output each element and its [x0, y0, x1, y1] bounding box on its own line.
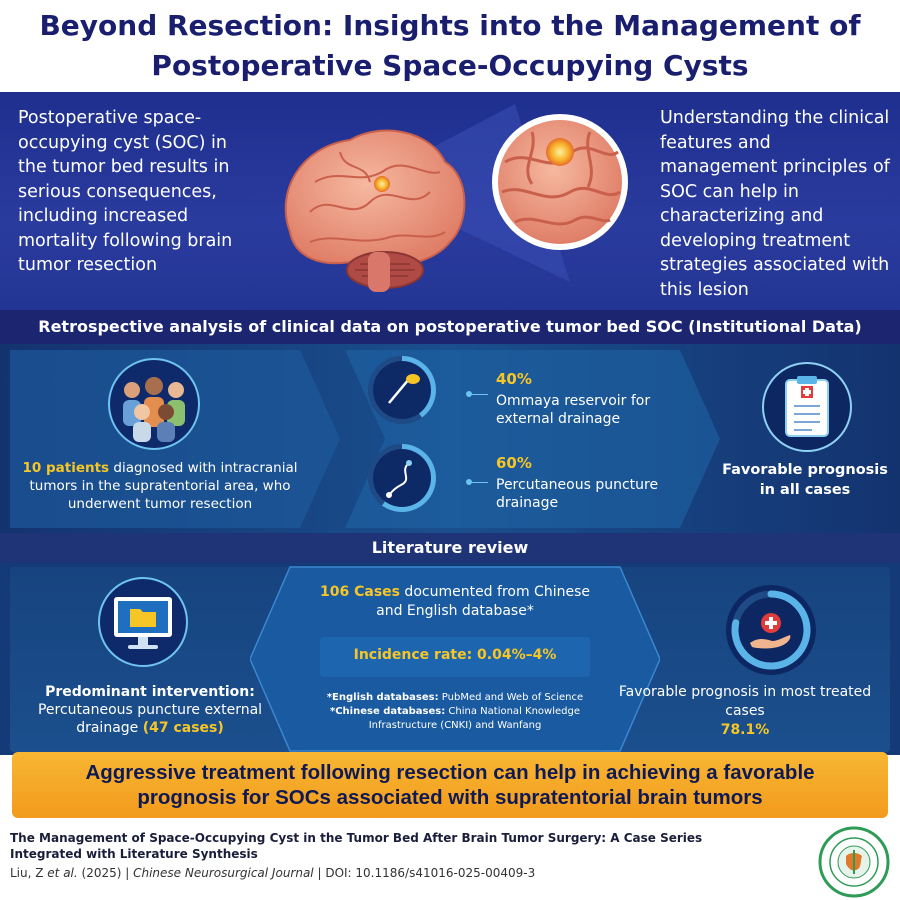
cases-count: 106 Cases	[320, 584, 400, 600]
chinese-db-label: *Chinese databases:	[329, 706, 446, 717]
cases-text: 106 Cases documented from Chinese and En…	[310, 583, 600, 621]
section-chevrons	[10, 350, 720, 528]
article-title: The Management of Space-Occupying Cyst i…	[10, 830, 800, 862]
ommaya-label: Ommaya reservoir for external drainage	[496, 393, 651, 427]
doi: | DOI: 10.1186/s41016-025-00409-3	[313, 866, 536, 880]
authors: Liu, Z	[10, 866, 48, 880]
brain-icon	[284, 129, 466, 292]
conclusion-line-2: prognosis for SOCs associated with supra…	[137, 786, 763, 809]
intro-right-text: Understanding the clinical features and …	[660, 108, 890, 300]
caring-hand-icon	[750, 613, 791, 649]
journal-name: Chinese Neurosurgical Journal	[133, 866, 314, 880]
monitor-circle	[98, 577, 188, 667]
year: (2025) |	[77, 866, 134, 880]
retrospective-section: 10 patients diagnosed with intracranial …	[0, 344, 900, 533]
article-title-line-1: The Management of Space-Occupying Cyst i…	[10, 831, 703, 845]
puncture-ring	[368, 444, 436, 512]
title-line-2: Postoperative Space-Occupying Cysts	[151, 49, 749, 82]
connector-dot	[466, 391, 472, 397]
puncture-label: Percutaneous puncture drainage	[496, 477, 659, 511]
ommaya-reservoir-icon	[388, 374, 420, 404]
conclusion-line-1: Aggressive treatment following resection…	[85, 761, 815, 784]
english-db-value: PubMed and Web of Science	[438, 692, 584, 703]
literature-section: Predominant intervention: Percutaneous p…	[0, 563, 900, 755]
retrospective-outcome: Favorable prognosis in all cases	[722, 462, 888, 498]
ommaya-ring	[368, 356, 436, 424]
et-al: et al.	[47, 866, 78, 880]
prognosis-ring	[726, 585, 816, 675]
brain-illustration	[284, 104, 628, 292]
connector-line	[472, 394, 488, 395]
computer-folder-icon	[114, 597, 172, 649]
incidence-rate: Incidence rate: 0.04%–4%	[353, 647, 557, 663]
english-db-label: *English databases:	[326, 692, 439, 703]
ommaya-percent: 40%	[496, 370, 532, 388]
patients-description: 10 patients diagnosed with intracranial …	[10, 459, 310, 513]
clipboard-icon	[785, 376, 829, 437]
literature-outcome: Favorable prognosis in most treated case…	[610, 683, 880, 740]
clipboard-circle	[762, 362, 852, 452]
patients-group-icon	[108, 358, 200, 450]
connector-line	[472, 482, 488, 483]
patients-rest: diagnosed with intracranial tumors in th…	[29, 460, 298, 512]
chinese-db-value: China National Knowledge Infrastructure …	[368, 706, 580, 731]
intro-band: Postoperative space-occupying cyst (SOC)…	[0, 92, 900, 310]
literature-outcome-percent: 78.1%	[720, 722, 770, 738]
center-hexagon	[250, 566, 660, 752]
cases-rest: documented from Chinese and English data…	[376, 584, 590, 619]
zoomed-lesion-icon	[492, 114, 628, 250]
article-title-line-2: Integrated with Literature Synthesis	[10, 847, 258, 861]
title-bar: Beyond Resection: Insights into the Mana…	[0, 0, 900, 92]
chinese-medical-association-logo	[818, 826, 890, 898]
title-line-1: Beyond Resection: Insights into the Mana…	[39, 9, 861, 42]
database-note: *English databases: PubMed and Web of Sc…	[312, 691, 598, 733]
puncture-drainage-icon	[386, 460, 412, 498]
citation-footer: The Management of Space-Occupying Cyst i…	[0, 822, 900, 900]
intervention-text: Predominant intervention: Percutaneous p…	[20, 683, 280, 737]
conclusion-banner: Aggressive treatment following resection…	[12, 752, 888, 818]
intervention-method: Percutaneous puncture external drainage	[37, 702, 263, 736]
connector-dot	[466, 479, 472, 485]
intervention-title: Predominant intervention:	[45, 684, 255, 700]
literature-outcome-text: Favorable prognosis in most treated case…	[618, 684, 872, 719]
literature-heading: Literature review	[0, 533, 900, 563]
patients-count: 10 patients	[22, 460, 110, 476]
retrospective-heading: Retrospective analysis of clinical data …	[0, 310, 900, 344]
citation-meta: Liu, Z et al. (2025) | Chinese Neurosurg…	[10, 866, 800, 880]
page-title: Beyond Resection: Insights into the Mana…	[0, 6, 900, 86]
puncture-percent: 60%	[496, 454, 532, 472]
intervention-count: (47 cases)	[142, 720, 224, 736]
intro-left-text: Postoperative space-occupying cyst (SOC)…	[18, 108, 233, 275]
conclusion-text: Aggressive treatment following resection…	[12, 760, 888, 810]
prognosis-progress-arc	[731, 590, 811, 670]
